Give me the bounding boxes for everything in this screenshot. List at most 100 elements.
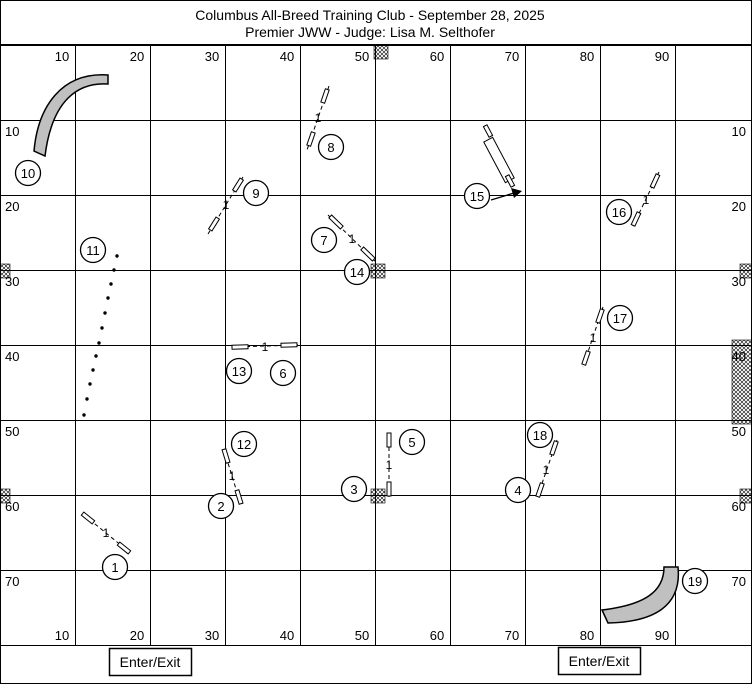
jump-bar-label: 1 — [643, 193, 650, 207]
axis-bottom-label: 50 — [355, 628, 369, 643]
jump-17: 1 — [581, 306, 605, 368]
number-label: 7 — [320, 233, 327, 248]
jump-1: 1 — [80, 511, 132, 555]
axis-left-label: 10 — [5, 124, 19, 139]
tunnel-19 — [600, 566, 680, 624]
jump-9: 1 — [207, 176, 245, 235]
axis-right-label: 10 — [732, 124, 746, 139]
number-label: 1 — [111, 560, 118, 575]
jump-16: 1 — [630, 171, 661, 229]
number-marker-12: 12 — [230, 430, 258, 458]
number-marker-15: 15 — [463, 182, 491, 210]
number-marker-2: 2 — [207, 492, 235, 520]
number-label: 3 — [350, 482, 357, 497]
jump-bar-label: 1 — [229, 469, 236, 483]
jump-bar-label: 1 — [590, 331, 597, 345]
axis-left-label: 50 — [5, 424, 19, 439]
axis-left-label: 20 — [5, 199, 19, 214]
hatch-marker — [370, 488, 386, 504]
number-marker-8: 8 — [317, 133, 345, 161]
number-label: 11 — [86, 243, 100, 258]
number-label: 2 — [217, 499, 224, 514]
number-label: 10 — [21, 166, 35, 181]
number-markers: 1 2 3 4 5 6 7 8 — [14, 133, 709, 595]
axis-top-label: 80 — [580, 49, 594, 64]
hatch-marker — [739, 263, 752, 279]
hatch-markers — [0, 44, 752, 504]
axis-top-label: 50 — [355, 49, 369, 64]
arrow-icon — [490, 188, 522, 201]
axis-bottom-label: 40 — [280, 628, 294, 643]
number-marker-10: 10 — [14, 159, 42, 187]
axis-bottom-label: 30 — [205, 628, 219, 643]
number-label: 18 — [533, 428, 547, 443]
number-marker-5: 5 — [398, 428, 426, 456]
axis-left-label: 40 — [5, 349, 19, 364]
number-marker-4: 4 — [504, 476, 532, 504]
axis-top-label: 30 — [205, 49, 219, 64]
jump-bar-label: 1 — [315, 111, 322, 125]
number-marker-19: 19 — [681, 567, 709, 595]
axis-top-label: 70 — [505, 49, 519, 64]
hatch-marker — [0, 488, 11, 504]
number-label: 8 — [327, 140, 334, 155]
axis-right-label: 50 — [732, 424, 746, 439]
axis-top-label: 60 — [430, 49, 444, 64]
axis-bottom-label: 80 — [580, 628, 594, 643]
jump-8: 1 — [306, 85, 330, 151]
number-label: 6 — [279, 366, 286, 381]
number-label: 4 — [514, 483, 521, 498]
enter-exit-label: Enter/Exit — [569, 653, 630, 669]
jump-bar-label: 1 — [103, 526, 110, 540]
axis-bottom-label: 60 — [430, 628, 444, 643]
number-label: 5 — [408, 435, 415, 450]
enter-exit-left: Enter/Exit — [108, 647, 193, 677]
axis-right-label: 70 — [732, 574, 746, 589]
axis-bottom-label: 20 — [130, 628, 144, 643]
number-label: 9 — [252, 186, 259, 201]
jump-3-5: 1 — [386, 432, 393, 497]
axis-bottom-label: 70 — [505, 628, 519, 643]
jump-bar-label: 1 — [223, 198, 230, 212]
axis-right-label: 20 — [732, 199, 746, 214]
header-box — [0, 0, 752, 45]
jump-bar-label: 1 — [543, 463, 550, 477]
axis-top: 10 20 30 40 50 60 70 80 90 — [55, 49, 669, 64]
tunnel-10 — [33, 74, 109, 158]
hatch-marker — [739, 488, 752, 504]
axis-left-label: 70 — [5, 574, 19, 589]
number-marker-14: 14 — [343, 258, 371, 286]
jump-bar-label: 1 — [386, 458, 393, 472]
axis-top-label: 40 — [280, 49, 294, 64]
number-marker-16: 16 — [605, 198, 633, 226]
number-label: 16 — [612, 205, 626, 220]
number-label: 15 — [470, 189, 484, 204]
jump-4-18: 1 — [535, 439, 559, 499]
jump-bar-label: 1 — [349, 232, 356, 246]
axis-bottom: 10 20 30 40 50 60 70 80 90 — [55, 628, 669, 643]
hatch-marker — [731, 339, 752, 425]
jump-bar-label: 1 — [262, 340, 269, 354]
axis-top-label: 10 — [55, 49, 69, 64]
number-label: 19 — [688, 574, 702, 589]
axis-bottom-label: 10 — [55, 628, 69, 643]
enter-exit-label: Enter/Exit — [120, 654, 181, 670]
number-label: 14 — [350, 265, 364, 280]
axis-top-label: 90 — [655, 49, 669, 64]
axis-left: 10 20 30 40 50 60 70 — [5, 124, 19, 589]
hatch-marker — [370, 263, 386, 279]
course-subtitle: Premier JWW - Judge: Lisa M. Selthofer — [245, 24, 495, 40]
hatch-marker — [373, 44, 389, 60]
number-label: 17 — [613, 311, 627, 326]
jump-2-12: 1 — [221, 448, 244, 505]
hatch-marker — [0, 263, 11, 279]
number-label: 13 — [232, 364, 246, 379]
number-marker-1: 1 — [101, 553, 129, 581]
number-marker-6: 6 — [269, 359, 297, 387]
number-label: 12 — [237, 437, 251, 452]
number-marker-7: 7 — [310, 226, 338, 254]
weave-poles — [82, 254, 119, 417]
number-marker-13: 13 — [225, 357, 253, 385]
number-marker-9: 9 — [242, 179, 270, 207]
